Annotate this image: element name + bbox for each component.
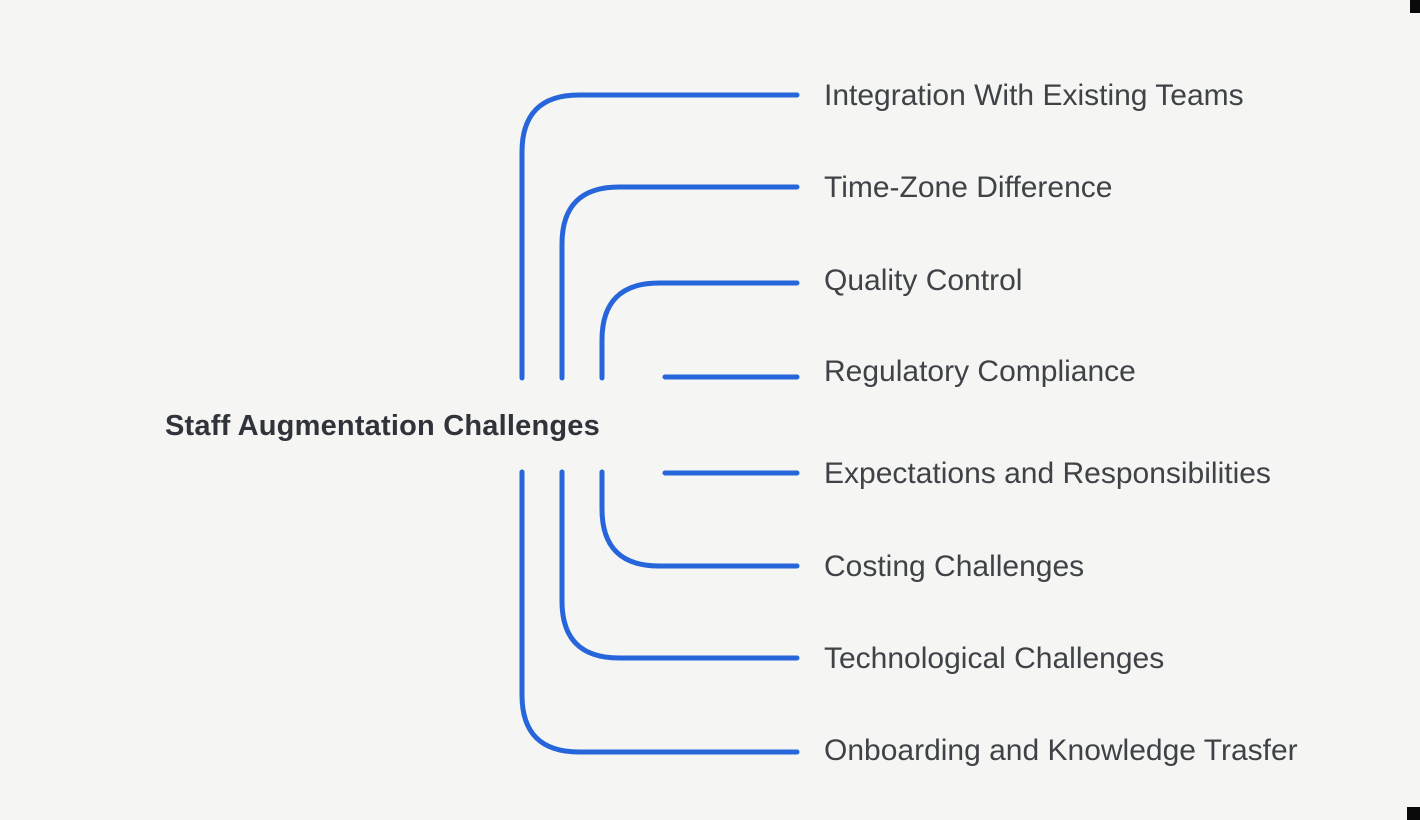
corner-mark-top-right (1410, 0, 1420, 13)
branch-label-integration-with-existing-teams: Integration With Existing Teams (824, 79, 1244, 112)
root-node-title: Staff Augmentation Challenges (165, 409, 600, 442)
branch-label-onboarding-and-knowledge-trasfer: Onboarding and Knowledge Trasfer (824, 734, 1298, 767)
connector-technological-challenges (559, 469, 800, 661)
branch-label-quality-control: Quality Control (824, 264, 1023, 297)
branch-label-regulatory-compliance: Regulatory Compliance (824, 355, 1136, 388)
branch-label-time-zone-difference: Time-Zone Difference (824, 171, 1113, 204)
corner-mark-bottom-right (1407, 807, 1420, 820)
branch-label-expectations-and-responsibilities: Expectations and Responsibilities (824, 457, 1271, 490)
connector-time-zone-difference (559, 184, 800, 381)
connector-quality-control (599, 280, 800, 381)
connector-integration-with-existing-teams (519, 92, 800, 381)
branch-label-technological-challenges: Technological Challenges (824, 642, 1165, 675)
connector-onboarding-and-knowledge-trasfer (519, 469, 800, 755)
branch-label-costing-challenges: Costing Challenges (824, 550, 1085, 583)
connector-costing-challenges (599, 469, 800, 569)
